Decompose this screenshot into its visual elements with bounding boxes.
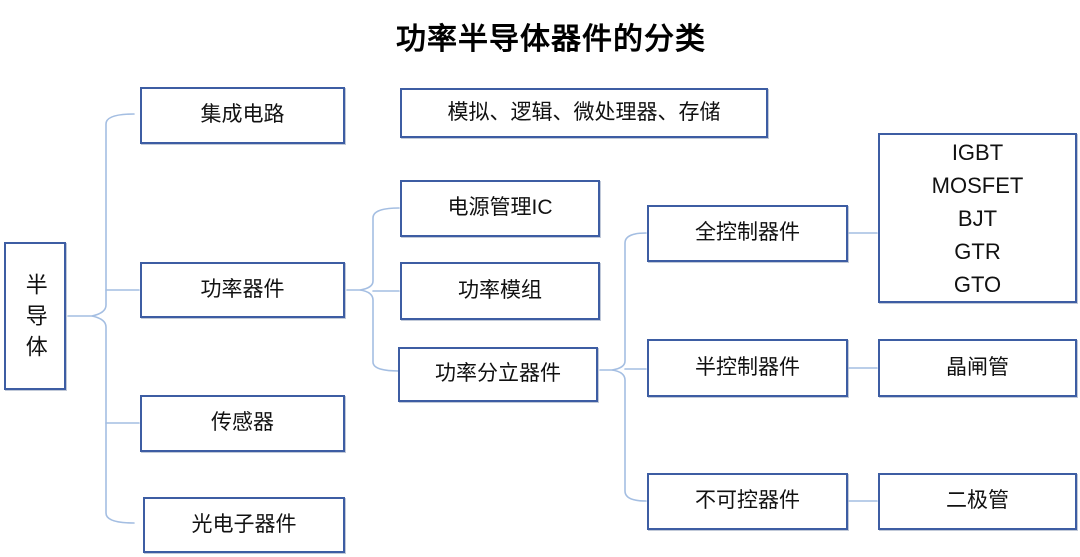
node-power-management-ic: 电源管理IC — [400, 180, 600, 237]
node-sensors: 传感器 — [140, 395, 345, 452]
node-thyristor: 晶闸管 — [878, 339, 1077, 397]
node-diode: 二极管 — [878, 473, 1077, 530]
node-ic-categories: 模拟、逻辑、微处理器、存储 — [400, 88, 768, 138]
connector-power-devices-brace — [359, 207, 400, 372]
node-fully-controlled-examples: IGBT MOSFET BJT GTR GTO — [878, 133, 1077, 303]
diagram-title: 功率半导体器件的分类 — [396, 23, 706, 56]
node-power-modules: 功率模组 — [400, 262, 600, 320]
node-power-devices: 功率器件 — [140, 262, 345, 318]
node-power-discrete-devices: 功率分立器件 — [398, 347, 598, 402]
connector-discrete-brace — [611, 232, 647, 502]
node-semiconductor: 半导体 — [4, 242, 66, 390]
node-integrated-circuits: 集成电路 — [140, 87, 345, 144]
connector-root-brace — [91, 113, 135, 524]
node-semi-controlled: 半控制器件 — [647, 339, 848, 397]
node-fully-controlled: 全控制器件 — [647, 205, 848, 262]
node-optoelectronics: 光电子器件 — [143, 497, 345, 553]
node-uncontrolled: 不可控器件 — [647, 473, 848, 530]
